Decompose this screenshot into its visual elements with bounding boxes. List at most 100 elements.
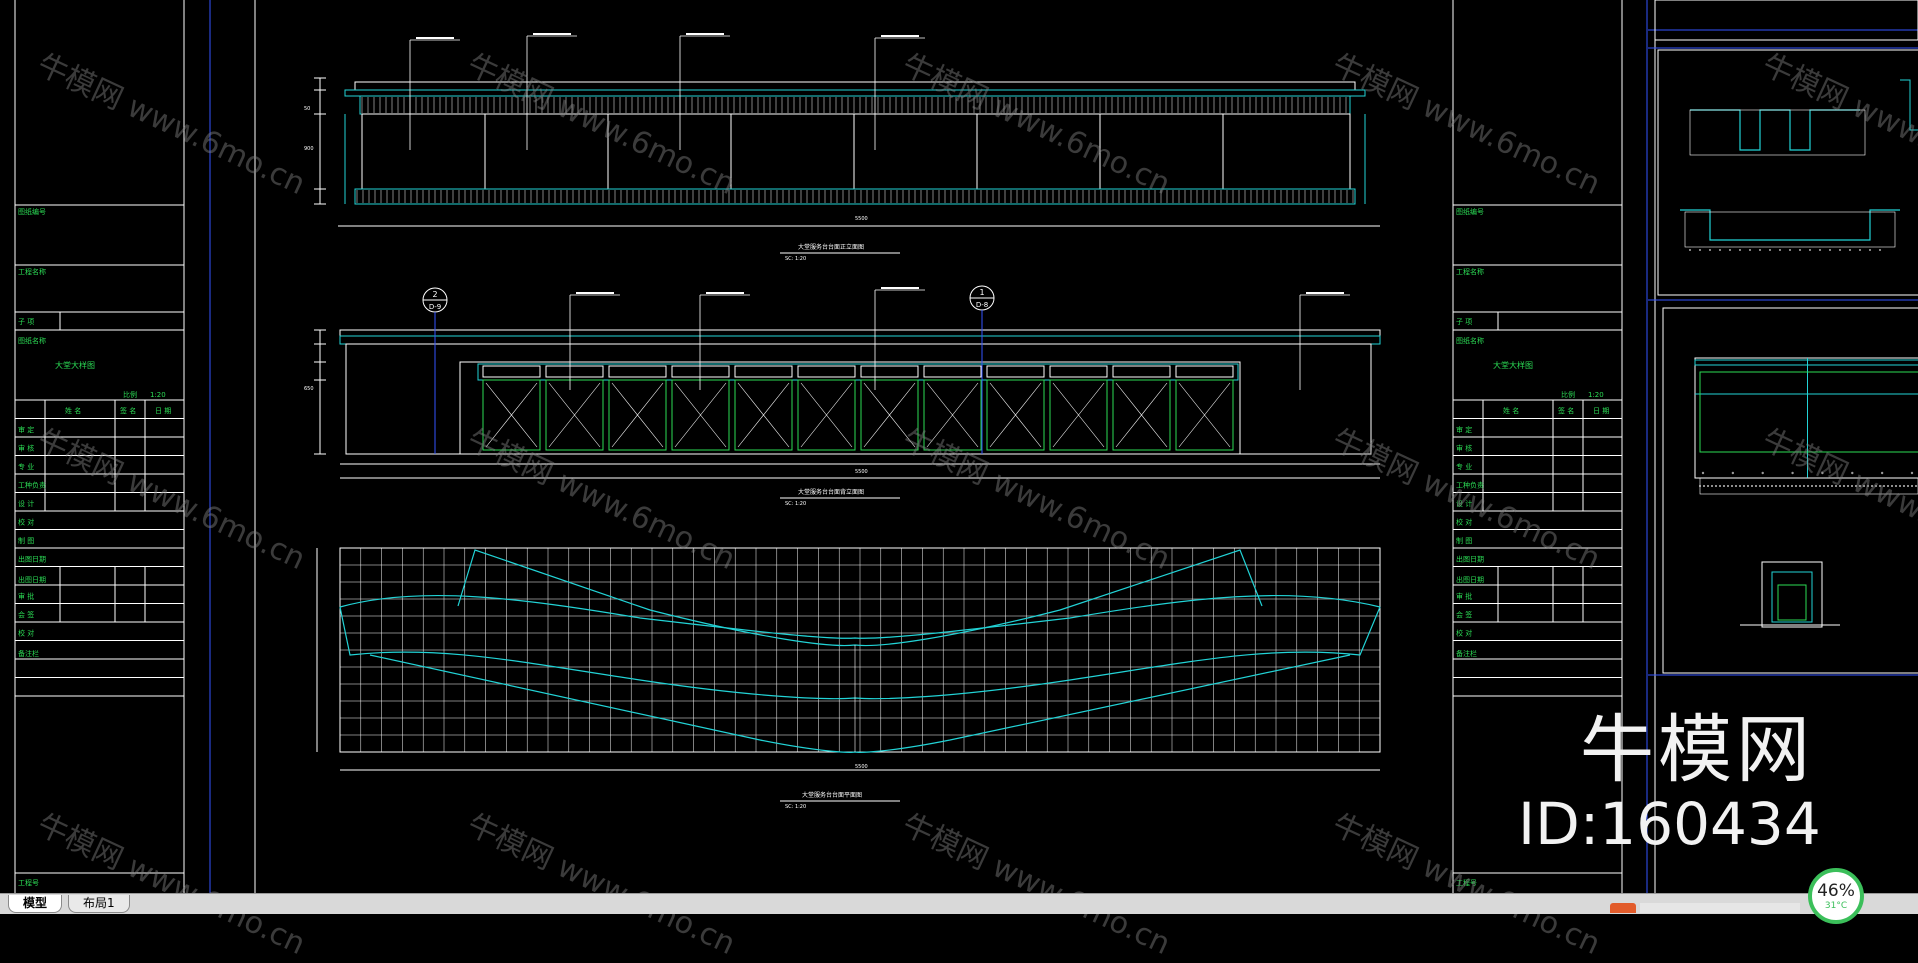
detail-hatch xyxy=(1799,249,1801,251)
title-block-label: 校 对 xyxy=(18,518,34,527)
door-swing xyxy=(611,382,664,448)
detail-hatch xyxy=(1707,485,1709,487)
title-block-label: 工程名称 xyxy=(1456,267,1484,276)
counter-top-edge xyxy=(344,89,1366,97)
title-block-label: 设 计 xyxy=(1456,499,1472,508)
counter-outline xyxy=(339,594,1381,639)
drawer xyxy=(608,365,667,378)
title-block-label: 图纸编号 xyxy=(1456,207,1484,216)
title-block-drawing-name: 大堂大样图 xyxy=(1493,360,1533,370)
detail-hatch xyxy=(1763,485,1765,487)
detail-hatch xyxy=(1807,485,1809,487)
detail-hatch xyxy=(1779,485,1781,487)
door-swing xyxy=(1115,382,1168,448)
cabinet-door xyxy=(923,379,982,451)
detail-hatch xyxy=(1849,249,1851,251)
detail-hatch xyxy=(1821,471,1824,475)
detail-line xyxy=(1699,371,1918,453)
cabinet-door xyxy=(545,379,604,451)
title-block-label: 会 签 xyxy=(1456,610,1472,619)
detail-hatch xyxy=(1699,249,1701,251)
section-marker-number: 2 xyxy=(432,290,437,299)
detail-hatch xyxy=(1859,249,1861,251)
title-block-drawing-name: 大堂大样图 xyxy=(55,360,95,370)
detail-hatch xyxy=(1731,485,1733,487)
detail-hatch xyxy=(1755,485,1757,487)
detail-hatch xyxy=(1827,485,1829,487)
title-block-footer: 工程号 xyxy=(1456,878,1477,887)
drawer xyxy=(860,365,919,378)
detail-profile xyxy=(1690,109,1860,151)
detail-hatch xyxy=(1823,485,1825,487)
drawer xyxy=(545,365,604,378)
door-swing xyxy=(863,382,916,448)
detail-hatch xyxy=(1703,485,1705,487)
dimension-text: 900 xyxy=(304,146,314,152)
door-swing xyxy=(674,382,727,448)
detail-hatch xyxy=(1779,249,1781,251)
view-title: 大堂服务台台面正立面图 xyxy=(798,243,864,251)
detail-hatch xyxy=(1839,485,1841,487)
cabinet-door xyxy=(1112,379,1171,451)
detail-hatch xyxy=(1899,485,1901,487)
detail-hatch xyxy=(1879,485,1881,487)
title-block-label: 1:20 xyxy=(1588,391,1604,399)
drawer-row xyxy=(477,363,1239,381)
detail-hatch xyxy=(1883,485,1885,487)
detail-section xyxy=(1694,357,1918,479)
detail-hatch xyxy=(1880,471,1884,475)
tab-layout1[interactable]: 布局1 xyxy=(68,895,130,913)
detail-section xyxy=(1761,561,1823,628)
detail-hatch xyxy=(1910,471,1914,475)
detail-hatch xyxy=(1903,485,1905,487)
door-swing xyxy=(485,382,538,448)
drawer xyxy=(734,365,793,378)
view-scale: SC: 1:20 xyxy=(785,256,806,262)
system-tray xyxy=(1640,903,1800,913)
counter-top xyxy=(339,329,1381,337)
title-block-label: 子 项 xyxy=(18,318,34,326)
title-block-label: 制 图 xyxy=(18,536,34,545)
detail-hatch xyxy=(1783,485,1785,487)
detail-hatch xyxy=(1915,485,1917,487)
counter-top-edge xyxy=(339,335,1381,345)
zoom-indicator[interactable]: 46% 31°C xyxy=(1808,868,1864,924)
cabinet-bay xyxy=(459,361,1241,455)
detail-profile xyxy=(1900,79,1918,131)
detail-hatch xyxy=(1829,249,1831,251)
detail-hatch xyxy=(1835,485,1837,487)
detail-hatch xyxy=(1843,485,1845,487)
counter-top xyxy=(354,81,1356,91)
cabinet-door xyxy=(1049,379,1108,451)
view-scale: SC: 1:20 xyxy=(785,501,806,507)
view-title: 大堂服务台台面平面图 xyxy=(802,791,862,799)
layout-tab-bar: 模型 布局1 xyxy=(0,893,1918,914)
detail-hatch xyxy=(1855,485,1857,487)
detail-hatch xyxy=(1863,485,1865,487)
title-block-label: 签 名 xyxy=(1558,406,1574,415)
title-block-label: 工种负责 xyxy=(1456,481,1484,490)
detail-section xyxy=(1699,477,1918,495)
door-swing xyxy=(1052,382,1105,448)
detail-hatch xyxy=(1767,485,1769,487)
detail-sheet-frame xyxy=(1654,0,1918,41)
app-tray-icon[interactable] xyxy=(1610,903,1636,913)
detail-hatch xyxy=(1879,249,1881,251)
detail-hatch xyxy=(1859,485,1861,487)
temperature-value: 31°C xyxy=(1824,901,1848,911)
detail-hatch xyxy=(1719,485,1721,487)
title-block-label: 姓 名 xyxy=(65,406,81,415)
detail-hatch xyxy=(1819,249,1821,251)
counter-outline xyxy=(369,654,1351,753)
detail-hatch xyxy=(1715,485,1717,487)
title-block-label: 制 图 xyxy=(1456,536,1472,545)
dimension-text: 5500 xyxy=(855,764,868,770)
cabinet-door xyxy=(608,379,667,451)
title-block-label: 专 业 xyxy=(18,462,34,471)
detail-sheet-frame xyxy=(1662,307,1918,674)
title-block-label: 图纸名称 xyxy=(1456,336,1484,345)
tab-model[interactable]: 模型 xyxy=(8,895,63,913)
detail-line xyxy=(1694,359,1918,366)
